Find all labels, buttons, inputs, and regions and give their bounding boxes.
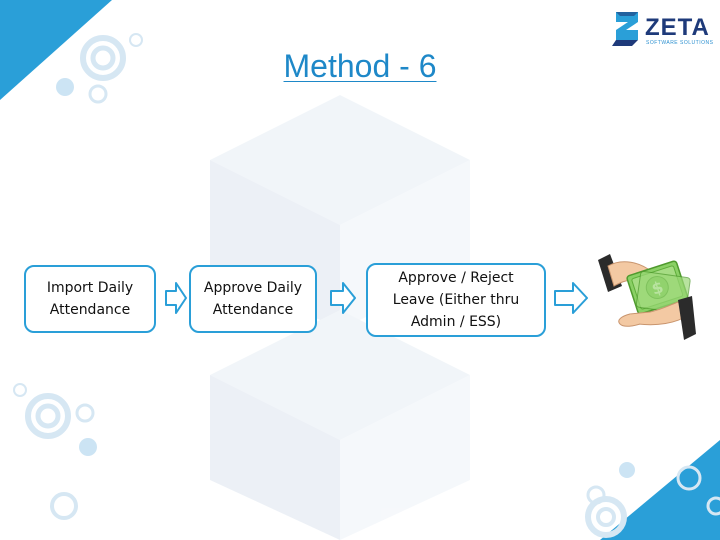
money-exchange-hands-icon: $ [598,254,696,340]
flow-step-label: Approve / Reject Leave (Either thru Admi… [392,270,520,330]
corner-triangle-top-left [0,0,112,100]
circles-bottom-left [13,383,97,520]
right-arrow-icon [165,282,187,314]
flow-step-label: Approve Daily Attendance [203,280,303,318]
logo-wordmark: ZETA [645,14,710,41]
logo-tagline: SOFTWARE SOLUTIONS [646,40,714,46]
circles-top-left [56,33,143,104]
flow-step-approve-attendance: Approve Daily Attendance [189,265,317,333]
flow-step-approve-reject-leave: Approve / Reject Leave (Either thru Admi… [366,263,546,337]
right-arrow-icon [554,282,588,314]
flow-step-import-attendance: Import Daily Attendance [24,265,156,333]
corner-triangle-bottom-right [600,440,720,540]
zeta-cube-icon [612,12,638,46]
slide-title-text: Method - 6 [283,48,437,84]
circles-bottom-right [585,462,720,538]
right-arrow-icon [330,282,356,314]
slide-title: Method - 6 [0,48,720,85]
flow-step-label: Import Daily Attendance [46,280,134,318]
